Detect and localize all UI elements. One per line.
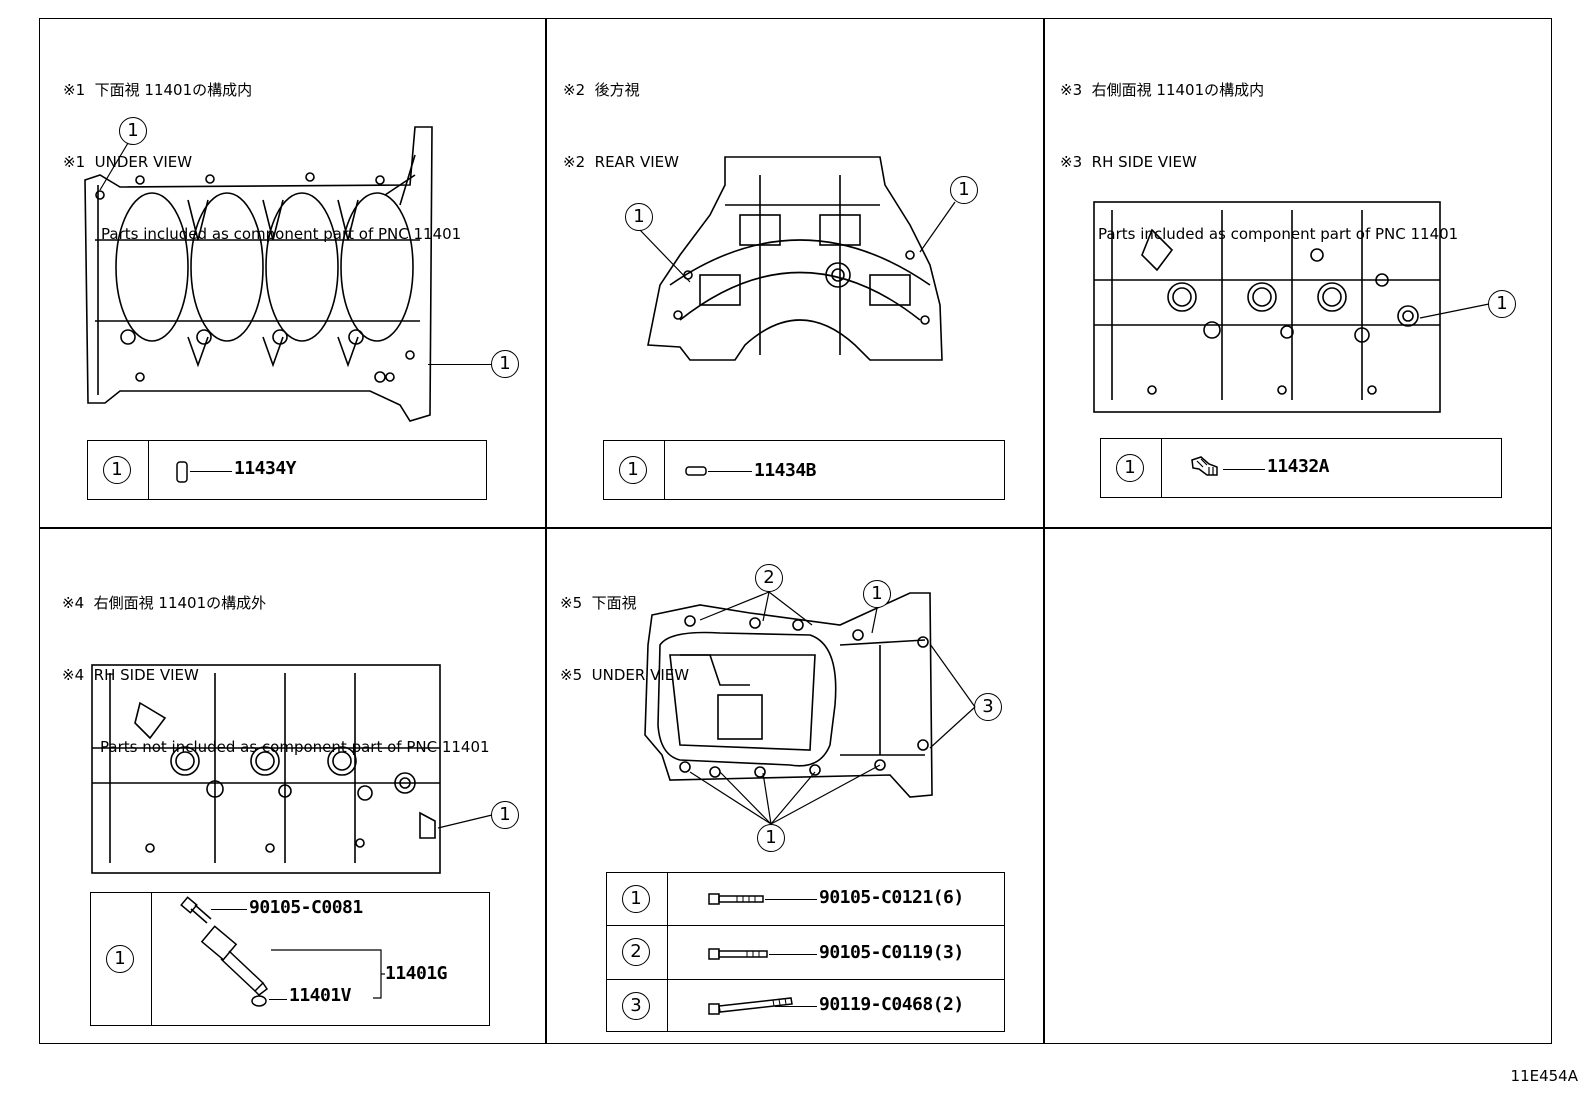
- panel4-part-a-number: 90105-C0081: [249, 897, 363, 918]
- panel4-title-en: ※4 RH SIDE VIEW: [62, 666, 199, 684]
- panel1-title-jp: ※1 下面視 11401の構成内: [63, 81, 253, 99]
- panel3-title-en: ※3 RH SIDE VIEW: [1060, 153, 1197, 171]
- bolt-medium-icon: [708, 948, 768, 960]
- panel4-part-b-leader: [269, 999, 287, 1001]
- panel1-index-cell: [88, 441, 149, 499]
- panel1-note: Parts included as component part of PNC …: [101, 225, 462, 243]
- panel4-header: ※4 右側面視 11401の構成外 ※4 RH SIDE VIEW Parts …: [62, 543, 490, 783]
- panel4-part-b-number: 11401V: [289, 985, 352, 1006]
- panel5-index-cell: [607, 873, 668, 1031]
- panel3-parts-table: 1 11432A: [1100, 438, 1502, 498]
- panel1-part-leader: [190, 471, 232, 473]
- panel2-part-number: 11434B: [754, 460, 817, 481]
- panel1-callout-1-right: 1: [491, 350, 519, 378]
- panel1-leader-top: [99, 142, 129, 191]
- panel5-row-3-leader: [775, 1006, 817, 1008]
- panel4-engine-block-rh-side: [91, 664, 441, 874]
- panel1-title-en: ※1 UNDER VIEW: [63, 153, 193, 171]
- panel1-index-1: 1: [103, 456, 131, 484]
- panel3-part-leader: [1223, 469, 1265, 471]
- panel4-bracket: [271, 949, 385, 999]
- panel5-index-1: 1: [622, 885, 650, 913]
- panel1-engine-block-under-view: [84, 126, 433, 422]
- panel1-callout-1-top: 1: [119, 117, 147, 145]
- panel2-parts-table: 1 11434B: [603, 440, 1005, 500]
- panel5-index-2: 2: [622, 938, 650, 966]
- panel3-callout-1: 1: [1488, 290, 1516, 318]
- panel5-row-3: 3 90119-C0468(2): [607, 979, 1004, 1032]
- bolt-long-icon: [708, 997, 793, 1015]
- panel3-index-1: 1: [1116, 454, 1144, 482]
- panel5-title-jp: ※5 下面視: [560, 594, 637, 612]
- panel4-note: Parts not included as component part of …: [100, 738, 490, 756]
- panel5-row-2: 2 90105-C0119(3): [607, 925, 1004, 980]
- divider-v1: [545, 18, 547, 1044]
- panel4-part-a-leader: [211, 909, 247, 911]
- panel3-note: Parts included as component part of PNC …: [1098, 225, 1459, 243]
- oil-pressure-switch-icon: [180, 896, 269, 1007]
- panel4-parts-table: 1 90105-C0081 11401V 11401G: [90, 892, 490, 1026]
- panel2-leader-right: [919, 201, 956, 253]
- oil-jet-icon: [1191, 456, 1218, 476]
- panel5-callout-3: 3: [974, 693, 1002, 721]
- panel5-oil-pan-under-view: [644, 592, 933, 798]
- panel4-title-jp: ※4 右側面視 11401の構成外: [62, 594, 267, 612]
- panel3-header: ※3 右側面視 11401の構成内 ※3 RH SIDE VIEW Parts …: [1060, 30, 1458, 270]
- panel4-callout-1: 1: [491, 801, 519, 829]
- panel4-index-1: 1: [106, 945, 134, 973]
- panel4-leader: [437, 814, 493, 829]
- panel3-engine-block-rh-side: [1093, 201, 1441, 413]
- panel2-index-1: 1: [619, 456, 647, 484]
- panel1-leader-right: [428, 364, 491, 366]
- panel2-part-leader: [708, 471, 752, 473]
- panel5-row-2-leader: [769, 954, 817, 956]
- panel2-title-jp: ※2 後方視: [563, 81, 640, 99]
- panel5-row-1: 1 90105-C0121(6): [607, 873, 1004, 925]
- figure-code: 11E454A: [1510, 1067, 1578, 1085]
- bolt-short-icon: [708, 893, 764, 905]
- panel2-title-en: ※2 REAR VIEW: [563, 153, 679, 171]
- panel2-callout-1-right: 1: [950, 176, 978, 204]
- panel4-part-c-number: 11401G: [385, 963, 448, 984]
- panel2-header: ※2 後方視 ※2 REAR VIEW: [563, 30, 679, 198]
- panel1-part-number: 11434Y: [234, 458, 297, 479]
- panel2-index-cell: [604, 441, 665, 499]
- panel4-index-cell: [91, 893, 152, 1025]
- panel1-parts-table: 1 11434Y: [87, 440, 487, 500]
- panel5-index-3: 3: [622, 992, 650, 1020]
- plug-icon: [685, 466, 707, 476]
- panel5-callout-1-top: 1: [863, 580, 891, 608]
- diagram-frame: [39, 18, 1552, 1044]
- panel5-parts-table: 1 90105-C0121(6) 2 90105-C0119(3) 3 9011…: [606, 872, 1005, 1032]
- panel5-callout-2: 2: [755, 564, 783, 592]
- panel3-leader: [1419, 303, 1490, 319]
- panel5-row-3-part-number: 90119-C0468(2): [819, 994, 964, 1015]
- panel3-title-jp: ※3 右側面視 11401の構成内: [1060, 81, 1265, 99]
- panel3-index-cell: [1101, 439, 1162, 497]
- panel5-row-1-part-number: 90105-C0121(6): [819, 887, 964, 908]
- panel3-part-number: 11432A: [1267, 456, 1330, 477]
- panel2-leader-left: [639, 229, 691, 283]
- dowel-pin-icon: [176, 461, 188, 483]
- panel2-callout-1-left: 1: [625, 203, 653, 231]
- divider-v2: [1043, 18, 1045, 1044]
- divider-h: [39, 527, 1552, 529]
- panel5-row-2-part-number: 90105-C0119(3): [819, 942, 964, 963]
- panel5-row-1-leader: [765, 899, 817, 901]
- panel5-callout-1-bottom: 1: [757, 824, 785, 852]
- panel1-header: ※1 下面視 11401の構成内 ※1 UNDER VIEW Parts inc…: [63, 30, 461, 270]
- panel5-leaders: [689, 591, 976, 825]
- panel2-engine-block-rear-view: [647, 156, 943, 361]
